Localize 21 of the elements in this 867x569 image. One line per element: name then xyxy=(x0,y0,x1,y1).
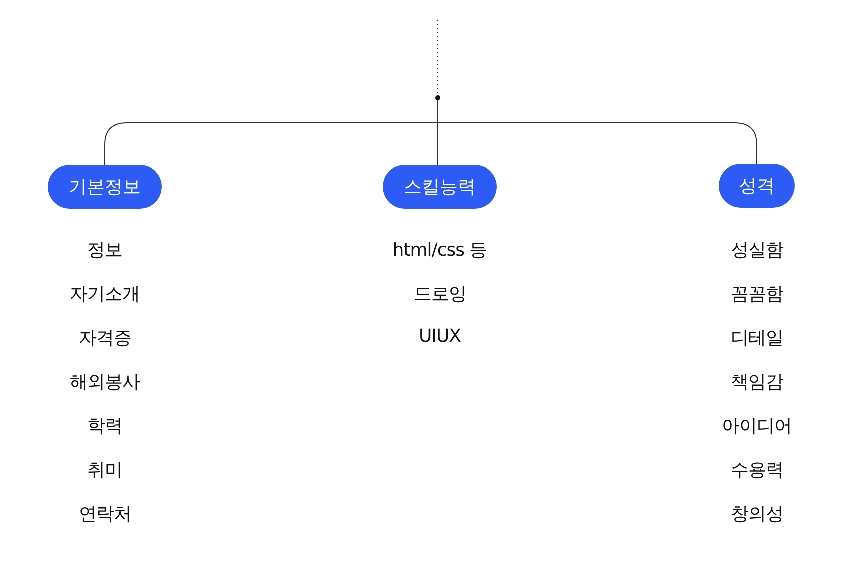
list-item: 성실함 xyxy=(730,239,784,262)
list-item: 자격증 xyxy=(78,327,132,350)
list-item: 자기소개 xyxy=(70,283,140,306)
list-item: 학력 xyxy=(88,415,122,438)
category-pill: 기본정보 xyxy=(48,165,162,209)
list-item: 아이디어 xyxy=(722,415,792,438)
list-item: 수용력 xyxy=(730,459,784,482)
list-item: 정보 xyxy=(88,239,122,262)
category-pill: 스킬능력 xyxy=(383,165,497,209)
list-item: 디테일 xyxy=(730,327,784,350)
list-item: 꼼꼼함 xyxy=(730,283,784,306)
junction-dot xyxy=(436,96,440,100)
list-item: 해외봉사 xyxy=(70,371,140,394)
list-item: 창의성 xyxy=(730,503,784,526)
list-item: 취미 xyxy=(88,459,122,482)
list-item: UIUX xyxy=(419,326,461,347)
list-item: 연락처 xyxy=(78,503,132,526)
list-item: 책임감 xyxy=(730,371,784,394)
list-item: html/css 등 xyxy=(392,239,488,262)
list-item: 드로잉 xyxy=(414,283,466,306)
category-pill: 성격 xyxy=(719,164,795,208)
